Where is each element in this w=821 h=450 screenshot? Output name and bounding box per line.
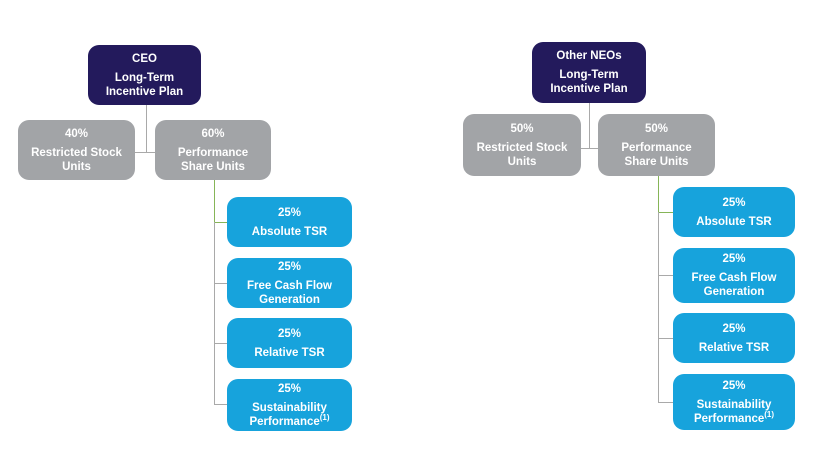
box-label-line: Units <box>62 160 91 173</box>
box-label-line: Absolute TSR <box>251 225 328 238</box>
box-label-line: Sustainability <box>696 398 772 411</box>
ceo-metric-relative-tsr-box: 25% Relative TSR <box>227 318 352 368</box>
ceo-lti-plan-box: CEO Long-Term Incentive Plan <box>88 45 201 105</box>
box-label-line: Performance(1) <box>249 412 330 429</box>
box-label-line: Share Units <box>181 160 245 173</box>
connector-line <box>213 180 215 222</box>
ceo-metric-sustainability-box: 25% Sustainability Performance(1) <box>227 379 352 431</box>
connector-line <box>658 274 673 276</box>
box-label-line: Generation <box>703 286 765 298</box>
connector-line <box>581 147 599 149</box>
connector-line <box>658 401 673 403</box>
footnote-marker: (1) <box>319 412 330 422</box>
percentage-label: 25% <box>277 206 302 219</box>
neo-restricted-stock-units-box: 50% Restricted Stock Units <box>463 114 581 176</box>
connector-line <box>214 342 229 344</box>
box-label-text: Performance <box>249 415 320 428</box>
box-label-line: Performance(1) <box>693 409 775 426</box>
box-label-line: Performance <box>621 141 692 154</box>
percentage-label: 40% <box>64 127 89 140</box>
neo-metric-sustainability-box: 25% Sustainability Performance(1) <box>673 374 795 430</box>
ceo-performance-share-units-box: 60% Performance Share Units <box>155 120 271 180</box>
neo-lti-plan-box: Other NEOs Long-Term Incentive Plan <box>532 42 646 103</box>
box-label-line: Relative TSR <box>254 346 325 359</box>
ceo-metric-absolute-tsr-box: 25% Absolute TSR <box>227 197 352 247</box>
plan-subtitle-line: Long-Term <box>559 69 619 81</box>
neo-metric-relative-tsr-box: 25% Relative TSR <box>673 313 795 363</box>
percentage-label: 50% <box>510 122 534 135</box>
percentage-label: 25% <box>277 327 302 340</box>
box-label-line: Restricted Stock <box>31 146 122 159</box>
percentage-label: 25% <box>722 196 746 209</box>
plan-subtitle-line: Long-Term <box>114 71 175 84</box>
box-label-line: Free Cash Flow <box>247 279 332 292</box>
percentage-label: 50% <box>644 122 669 135</box>
percentage-label: 25% <box>722 322 746 335</box>
box-label-line: Units <box>507 155 537 168</box>
connector-line <box>214 403 229 405</box>
box-label-line: Relative TSR <box>698 341 770 354</box>
connector-line <box>135 151 156 153</box>
percentage-label: 25% <box>722 379 746 392</box>
box-label-line: Free Cash Flow <box>691 272 777 284</box>
footnote-marker: (1) <box>764 409 775 419</box>
plan-title: Other NEOs <box>556 50 622 62</box>
connector-line <box>145 105 147 152</box>
connector-line <box>657 212 659 402</box>
plan-subtitle-line: Incentive Plan <box>105 85 184 98</box>
percentage-label: 25% <box>277 260 302 273</box>
percentage-label: 25% <box>277 382 302 395</box>
box-label-line: Restricted Stock <box>476 141 568 154</box>
connector-line <box>214 282 229 284</box>
box-label-line: Share Units <box>624 155 689 168</box>
neo-metric-free-cash-flow-box: 25% Free Cash Flow Generation <box>673 248 795 303</box>
percentage-label: 60% <box>201 127 225 140</box>
box-label-line: Absolute TSR <box>696 215 772 228</box>
percentage-label: 25% <box>722 253 746 265</box>
connector-line <box>213 222 215 404</box>
box-label-line: Sustainability <box>252 401 327 414</box>
box-label-line: Performance <box>177 146 249 159</box>
connector-line <box>658 211 673 213</box>
connector-line <box>657 176 659 212</box>
neo-metric-absolute-tsr-box: 25% Absolute TSR <box>673 187 795 237</box>
connector-line <box>214 221 229 223</box>
box-label-text: Performance <box>693 412 765 425</box>
ceo-metric-free-cash-flow-box: 25% Free Cash Flow Generation <box>227 258 352 308</box>
connector-line <box>588 103 590 148</box>
neo-performance-share-units-box: 50% Performance Share Units <box>598 114 715 176</box>
box-label-line: Generation <box>259 293 320 306</box>
plan-title: CEO <box>132 52 157 65</box>
connector-line <box>658 337 673 339</box>
ceo-restricted-stock-units-box: 40% Restricted Stock Units <box>18 120 135 180</box>
plan-subtitle-line: Incentive Plan <box>550 83 628 95</box>
